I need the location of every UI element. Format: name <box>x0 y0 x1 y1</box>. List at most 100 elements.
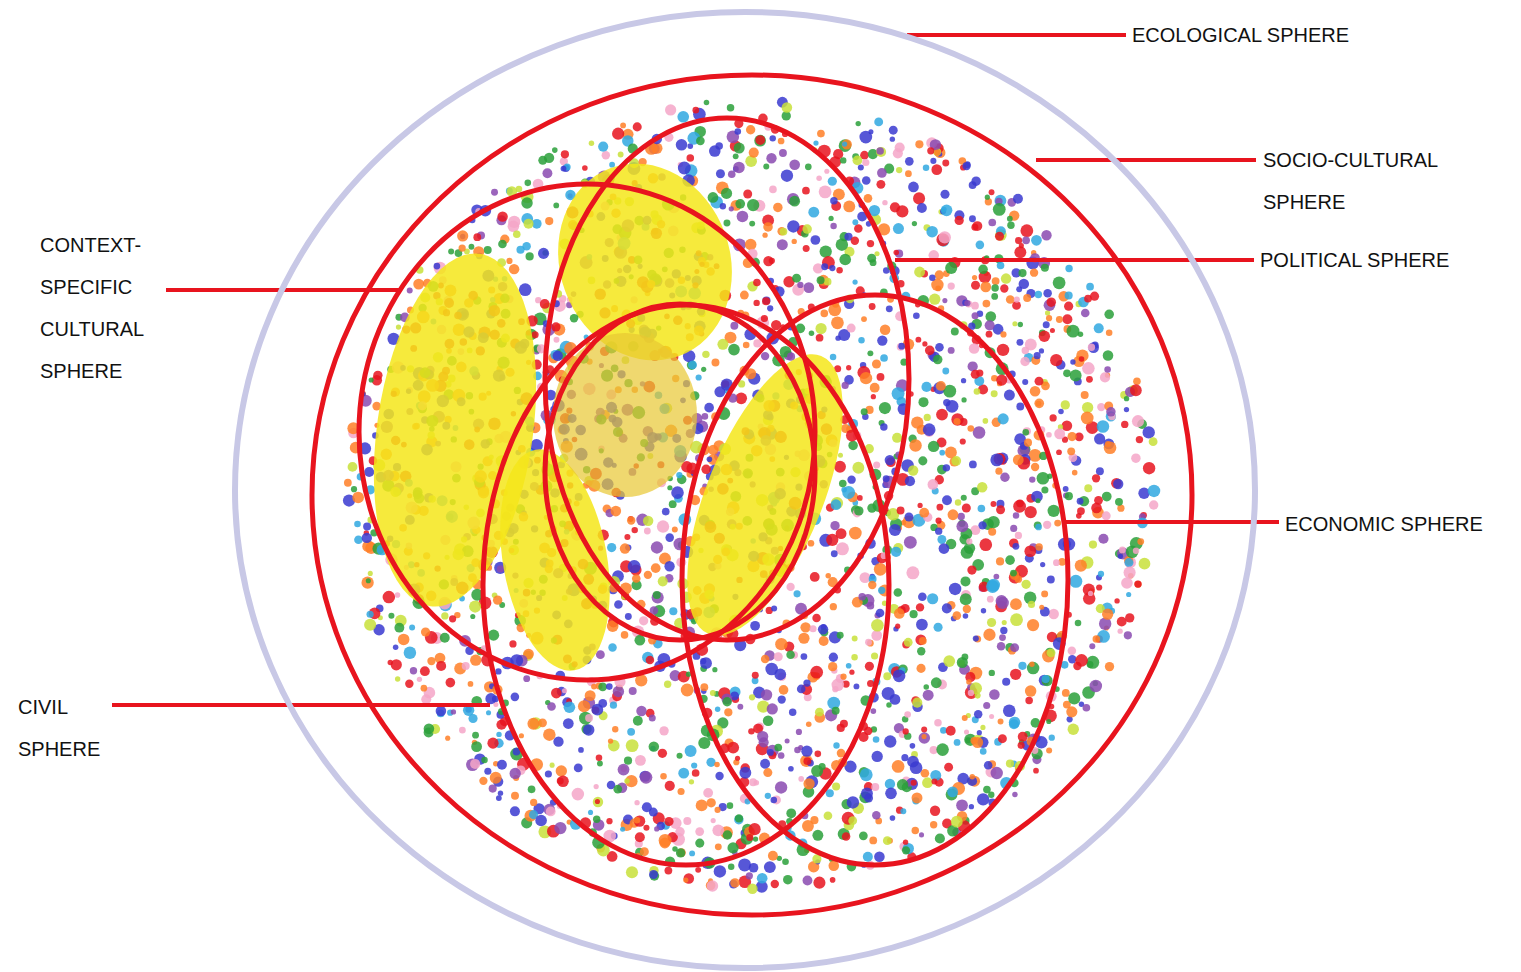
texture-dot <box>727 802 734 809</box>
texture-dot <box>900 808 906 814</box>
texture-dot <box>711 818 716 823</box>
texture-dot <box>1086 376 1093 383</box>
texture-dot <box>1067 325 1080 338</box>
texture-dot <box>708 192 719 203</box>
texture-dot <box>1090 680 1103 693</box>
texture-dot <box>715 772 723 780</box>
texture-dot <box>987 618 996 627</box>
texture-dot <box>471 741 482 752</box>
texture-dot <box>678 768 689 779</box>
texture-dot <box>842 141 847 146</box>
texture-dot <box>802 187 810 195</box>
texture-dot <box>1068 655 1076 663</box>
texture-dot <box>659 834 672 847</box>
texture-dot <box>1016 339 1023 346</box>
texture-dot <box>585 690 596 701</box>
texture-dot <box>983 418 989 424</box>
texture-dot <box>542 168 552 178</box>
texture-dot <box>865 662 874 671</box>
texture-dot <box>769 258 775 264</box>
texture-dot <box>980 748 987 755</box>
texture-dot <box>942 160 949 167</box>
texture-dot <box>1053 276 1066 289</box>
texture-dot <box>833 742 839 748</box>
texture-dot <box>1005 555 1015 565</box>
texture-dot <box>640 771 653 784</box>
texture-dot <box>805 164 812 171</box>
texture-dot <box>905 170 912 177</box>
texture-dot <box>525 180 532 187</box>
texture-dot <box>936 504 943 511</box>
texture-dot <box>1062 420 1073 431</box>
texture-dot <box>574 764 583 773</box>
texture-dot <box>885 455 895 465</box>
texture-dot <box>971 281 980 290</box>
texture-dot <box>963 613 969 619</box>
texture-dot <box>754 780 760 786</box>
texture-dot <box>815 708 824 717</box>
texture-dot <box>936 381 946 391</box>
texture-dot <box>773 203 782 212</box>
texture-dot <box>980 725 985 730</box>
texture-dot <box>696 136 705 145</box>
texture-dot <box>1083 704 1091 712</box>
texture-dot <box>388 613 394 619</box>
texture-dot <box>664 867 672 875</box>
texture-dots <box>343 97 1160 894</box>
texture-dot <box>723 830 732 839</box>
texture-dot <box>498 240 507 249</box>
texture-dot <box>707 798 716 807</box>
texture-dot <box>676 472 682 478</box>
texture-dot <box>528 785 536 793</box>
texture-dot <box>391 659 402 670</box>
texture-dot <box>990 453 1003 466</box>
texture-dot <box>1036 498 1041 503</box>
texture-dot <box>701 367 706 372</box>
texture-dot <box>1070 359 1075 364</box>
texture-dot <box>625 775 637 787</box>
texture-dot <box>936 409 948 421</box>
texture-dot <box>508 220 520 232</box>
texture-dot <box>1015 575 1022 582</box>
texture-dot <box>654 826 659 831</box>
texture-dot <box>775 781 787 793</box>
texture-dot <box>927 147 934 154</box>
texture-dot <box>934 719 942 727</box>
texture-dot <box>961 495 967 501</box>
texture-dot <box>779 149 787 157</box>
texture-dot <box>838 453 843 458</box>
texture-dot <box>1010 598 1022 610</box>
texture-dot <box>904 711 911 718</box>
texture-dot <box>1070 370 1082 382</box>
texture-dot <box>1007 216 1013 222</box>
texture-dot <box>469 244 475 250</box>
texture-dot <box>1125 613 1134 622</box>
texture-dot <box>1143 462 1155 474</box>
texture-dot <box>606 818 612 824</box>
texture-dot <box>715 707 720 712</box>
texture-dot <box>1037 472 1050 485</box>
texture-dot <box>1079 356 1085 362</box>
texture-dot <box>971 302 979 310</box>
texture-dot <box>980 282 991 293</box>
texture-dot <box>864 194 873 203</box>
texture-dot <box>910 610 918 618</box>
texture-dot <box>1124 557 1136 569</box>
texture-dot <box>702 413 709 420</box>
texture-dot <box>896 205 908 217</box>
texture-dot <box>730 322 738 330</box>
texture-dot <box>761 352 769 360</box>
texture-dot <box>714 807 720 813</box>
texture-dot <box>922 341 927 346</box>
texture-dot <box>835 336 840 341</box>
texture-dot <box>915 337 921 343</box>
texture-dot <box>919 732 930 743</box>
texture-dot <box>405 679 413 687</box>
texture-dot <box>842 139 852 149</box>
texture-dot <box>1029 476 1035 482</box>
texture-dot <box>1000 473 1009 482</box>
texture-dot <box>491 189 498 196</box>
texture-dot <box>925 346 935 356</box>
texture-dot <box>344 479 352 487</box>
texture-dot <box>857 495 863 501</box>
